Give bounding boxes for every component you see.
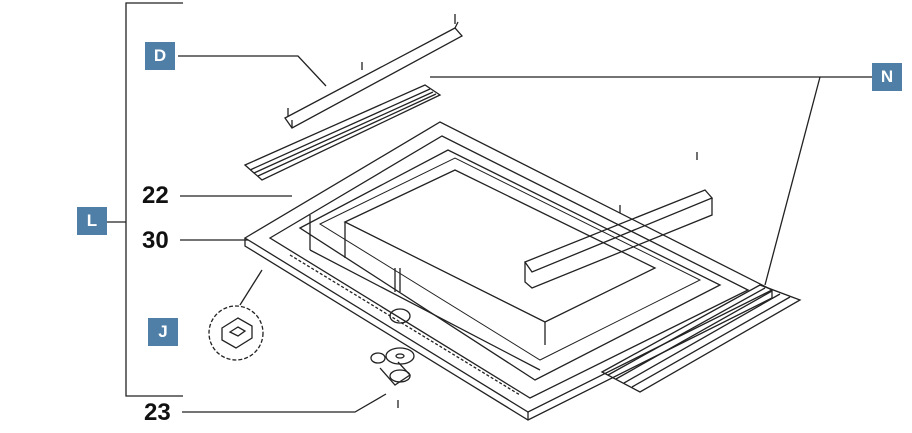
callout-d: D <box>145 42 175 70</box>
callout-l: L <box>77 207 107 235</box>
callout-j: J <box>148 318 178 346</box>
part-number-30: 30 <box>142 227 169 254</box>
rail-part-d <box>284 14 464 129</box>
rail-right <box>523 152 714 289</box>
frame-part-30 <box>243 121 774 421</box>
detail-j-circle <box>208 305 264 361</box>
crank-part-23 <box>370 268 415 408</box>
callout-n: N <box>872 63 902 91</box>
part-number-23: 23 <box>144 399 171 426</box>
shutter-right <box>600 284 802 393</box>
bracket-l <box>107 2 183 397</box>
leader-lines <box>178 55 872 413</box>
shutter-left <box>243 84 442 181</box>
part-number-22: 22 <box>142 182 169 209</box>
panel-part-22 <box>309 169 657 371</box>
